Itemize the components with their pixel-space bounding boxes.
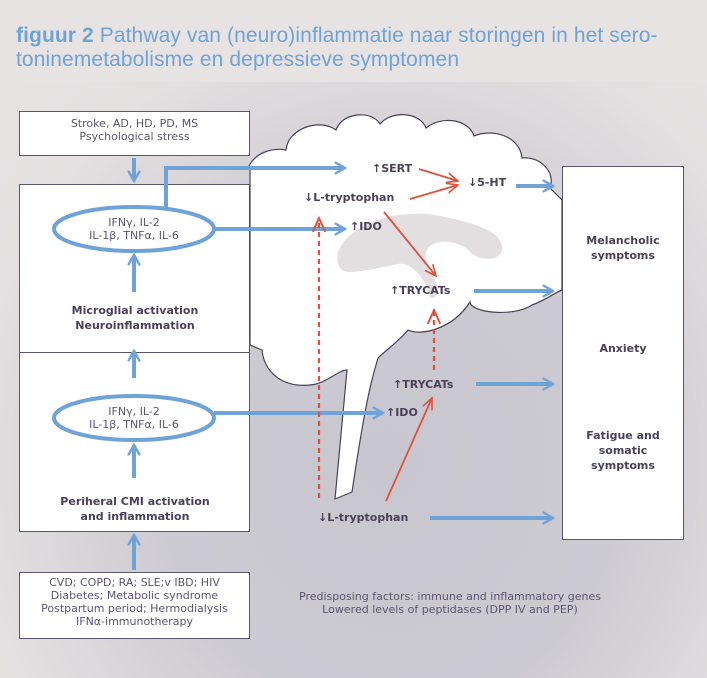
arrow-ltryptophan-to-5ht: [409, 185, 458, 200]
arrow-cytokines-to-sert: [164, 168, 344, 207]
peripheral-cytokine-ellipse: [52, 394, 216, 442]
central-cytokines-line2: IL-1β, TNFα, IL-6: [89, 229, 179, 242]
peripheral-triggers-line4: IFNα-immunotherapy: [76, 615, 193, 628]
l-tryptophan-central-label: ↓L-tryptophan: [304, 191, 395, 204]
peripheral-cytokines-line2: IL-1β, TNFα, IL-6: [89, 418, 179, 431]
cns-triggers-line2: Psychological stress: [79, 130, 190, 143]
peripheral-cytokines-label: IFNγ, IL-2 IL-1β, TNFα, IL-6: [60, 405, 208, 431]
five-ht-label: ↓5-HT: [468, 176, 507, 189]
footer-line2: Lowered levels of peptidases (DPP IV and…: [322, 603, 578, 616]
predisposing-factors-note: Predisposing factors: immune and inflamm…: [285, 590, 615, 616]
peripheral-process-label: Periheral CMI activation and inflammatio…: [30, 494, 240, 524]
arrow-peripheral-ltryptophan-to-trycats: [385, 398, 432, 502]
title-line2: toninemetabolisme en depressieve symptom…: [16, 48, 460, 71]
fatigue-label: Fatigue and somatic symptoms: [562, 428, 684, 473]
peripheral-triggers-line1: CVD; COPD; RA; SLE;v IBD; HIV: [49, 576, 220, 589]
sert-label: ↑SERT: [372, 162, 413, 175]
peripheral-triggers-box: CVD; COPD; RA; SLE;v IBD; HIV Diabetes; …: [19, 572, 250, 639]
fatigue-line1: Fatigue and: [586, 429, 660, 442]
figure-label: figuur 2: [16, 24, 94, 47]
central-process-label: Microglial activation Neuroinflammation: [30, 303, 240, 333]
arrow-ltryptophan-to-trycats: [383, 211, 436, 276]
melancholic-label: Melancholic symptoms: [562, 233, 684, 263]
peripheral-cytokines-line1: IFNγ, IL-2: [108, 405, 160, 418]
central-cytokines-line1: IFNγ, IL-2: [108, 216, 160, 229]
trycats-peripheral-label: ↑TRYCATs: [393, 378, 454, 391]
ido-peripheral-label: ↑IDO: [386, 406, 418, 419]
title-line1: Pathway van (neuro)inflammatie naar stor…: [99, 24, 658, 47]
fatigue-line3: symptoms: [591, 459, 655, 472]
anxiety-label: Anxiety: [599, 342, 647, 355]
peripheral-process-line1: Periheral CMI activation: [60, 495, 210, 508]
trycats-central-label: ↑TRYCATs: [390, 284, 451, 297]
arrow-sert-to-5ht: [418, 168, 458, 181]
melancholic-line1: Melancholic: [586, 234, 660, 247]
figure-title: figuur 2 Pathway van (neuro)inflammatie …: [16, 24, 706, 72]
ido-central-label: ↑IDO: [350, 220, 382, 233]
cns-triggers-line1: Stroke, AD, HD, PD, MS: [70, 117, 199, 130]
peripheral-process-line2: and inflammation: [80, 510, 190, 523]
cns-triggers-box: Stroke, AD, HD, PD, MS Psychological str…: [19, 111, 250, 156]
melancholic-line2: symptoms: [591, 249, 655, 262]
l-tryptophan-peripheral-label: ↓L-tryptophan: [318, 511, 409, 524]
brain-outline: [247, 114, 563, 500]
central-process-line2: Neuroinflammation: [75, 319, 195, 332]
central-process-line1: Microglial activation: [71, 304, 199, 317]
peripheral-triggers-line2: Diabetes; Metabolic syndrome: [50, 589, 219, 602]
footer-line1: Predisposing factors: immune and inflamm…: [299, 590, 601, 603]
fatigue-line2: somatic: [598, 444, 648, 457]
symptoms-box: [562, 166, 684, 540]
central-cytokines-label: IFNγ, IL-2 IL-1β, TNFα, IL-6: [60, 216, 208, 242]
peripheral-triggers-line3: Postpartum period; Hermodialysis: [41, 602, 228, 615]
